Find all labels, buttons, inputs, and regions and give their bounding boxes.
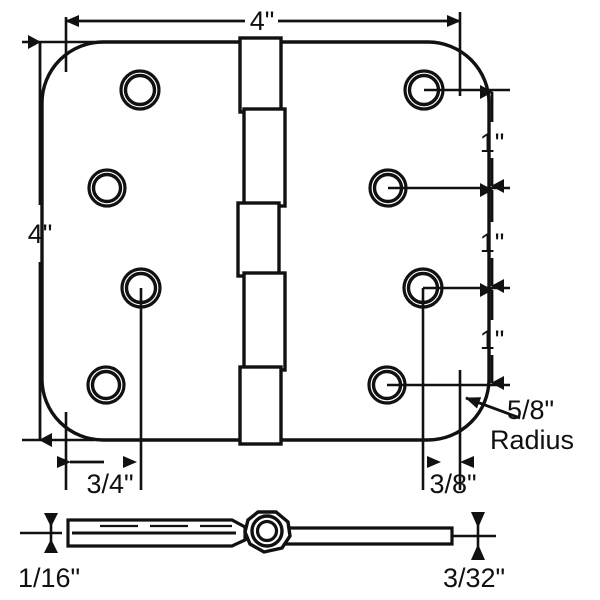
dimension-label-spacing-2: 1" xyxy=(480,228,505,258)
dimension-label-left-offset: 3/4" xyxy=(86,469,133,499)
right-leaf-plate xyxy=(260,40,491,442)
knuckle-segment-2 xyxy=(242,107,287,208)
screw-hole xyxy=(87,168,127,208)
edge-profile-right-leaf xyxy=(284,526,454,546)
callout-corner-radius: 5/8" Radius xyxy=(465,395,574,455)
edge-profile-view xyxy=(66,510,454,554)
dimension-hole-spacing-group: 1" 1" 1" xyxy=(480,85,505,390)
knuckle-segment-5 xyxy=(238,365,283,446)
callout-label-radius-word: Radius xyxy=(490,425,574,455)
dimension-label-width: 4" xyxy=(250,6,275,36)
dimension-overall-width: 4" xyxy=(65,6,461,36)
hinge-knuckle-barrel xyxy=(236,36,287,446)
front-elevation-view xyxy=(40,36,491,446)
left-leaf-plate xyxy=(40,40,264,442)
dimension-label-thickness-right: 3/32" xyxy=(443,563,505,593)
knuckle-segment-4 xyxy=(242,271,287,372)
dimension-overall-height: 4" xyxy=(28,35,53,447)
edge-profile-pin-bore xyxy=(255,519,279,543)
dimension-hole-spacing-2: 1" xyxy=(480,183,505,293)
knuckle-segment-3 xyxy=(236,201,281,278)
dimension-label-thickness-left: 1/16" xyxy=(18,563,80,593)
screw-hole xyxy=(86,365,126,405)
dimension-label-height: 4" xyxy=(28,219,53,249)
dimension-hole-spacing-3: 1" xyxy=(480,283,505,390)
dimension-label-right-offset: 3/8" xyxy=(429,469,476,499)
callout-label-radius-value: 5/8" xyxy=(507,395,554,425)
dimension-left-hole-offset: 3/4" xyxy=(57,456,137,499)
dimension-leaf-thickness-left: 1/16" xyxy=(18,513,80,593)
dimension-label-spacing-1: 1" xyxy=(480,128,505,158)
knuckle-segment-1 xyxy=(238,36,283,114)
dimension-label-spacing-3: 1" xyxy=(480,325,505,355)
screw-hole-group-left xyxy=(86,69,162,405)
dimension-right-hole-offset: 3/8" xyxy=(427,456,477,499)
dimension-leaf-thickness-right: 3/32" xyxy=(443,512,505,593)
screw-hole xyxy=(119,69,161,111)
dimension-hole-spacing-1: 1" xyxy=(480,85,505,193)
